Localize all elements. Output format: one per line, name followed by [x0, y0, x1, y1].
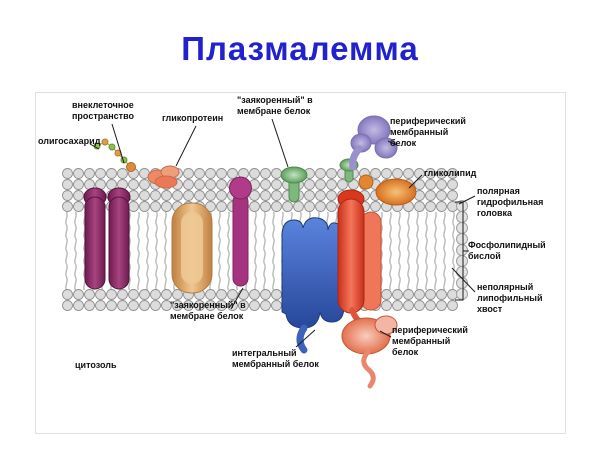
glycolipid-shape: [358, 174, 417, 206]
label-glycolipid: гликолипид: [424, 168, 477, 178]
label-extracellular-space: внеклеточное пространство: [72, 100, 134, 121]
label-glycoprotein: гликопротеин: [162, 113, 224, 123]
label-phospholipid-bilayer: Фосфолипидный бислой: [468, 240, 546, 261]
label-peripheral-protein-bottom: периферический мембранный белок: [392, 325, 468, 357]
integral-protein-shape: [281, 217, 345, 354]
page-title: Плазмалемма: [181, 30, 419, 67]
bilayer-edge-heads: [456, 200, 468, 300]
label-integral-protein: интегральный мембранный белок: [232, 348, 319, 369]
channel-protein-shape: [83, 187, 131, 290]
label-polar-head: полярная гидрофильная головка: [477, 186, 544, 218]
glycoprotein-shape: [147, 165, 180, 189]
label-anchored-protein-top: "заякоренный" в мембране белок: [237, 95, 313, 116]
red-protein-shape: [337, 189, 382, 327]
label-oligosaccharide: олигосахарид: [38, 136, 101, 146]
green-protein-shapes: [280, 158, 359, 203]
peripheral-protein-bottom-shape: [341, 315, 398, 389]
carrier-protein-shape: [171, 202, 213, 294]
label-anchored-protein-bottom: "заякоренный" в мембране белок: [170, 300, 246, 321]
label-peripheral-protein-top: периферический мембранный белок: [390, 116, 466, 148]
bilayer-bracket: [455, 201, 469, 301]
label-nonpolar-tail: неполярный липофильный хвост: [477, 282, 543, 314]
label-cytosol: цитозоль: [75, 360, 117, 370]
anchored-protein-shape: [229, 176, 252, 287]
